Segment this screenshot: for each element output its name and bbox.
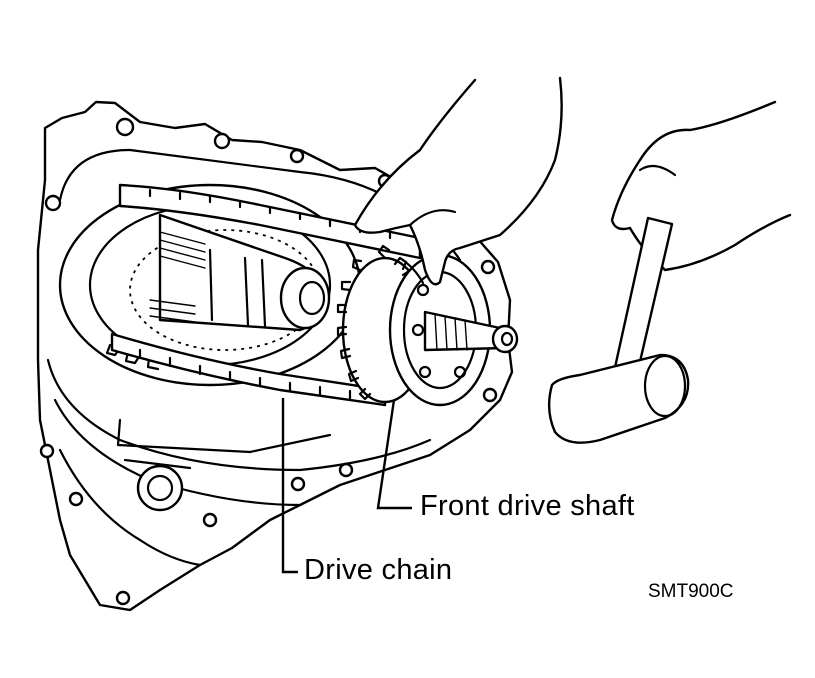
front-drive-shaft-leader (376, 399, 412, 510)
mallet (547, 216, 690, 444)
mallet-hand (610, 100, 792, 272)
main-shaft (149, 213, 331, 332)
drive-chain-label: Drive chain (304, 554, 453, 586)
figure-code: SMT900C (648, 581, 734, 602)
front-drive-shaft (423, 310, 519, 354)
bolt-holes (39, 117, 498, 606)
hand (353, 76, 563, 286)
drive-chain-leader (281, 398, 298, 574)
drive-chain (110, 183, 422, 407)
front-drive-shaft-label: Front drive shaft (420, 490, 635, 522)
